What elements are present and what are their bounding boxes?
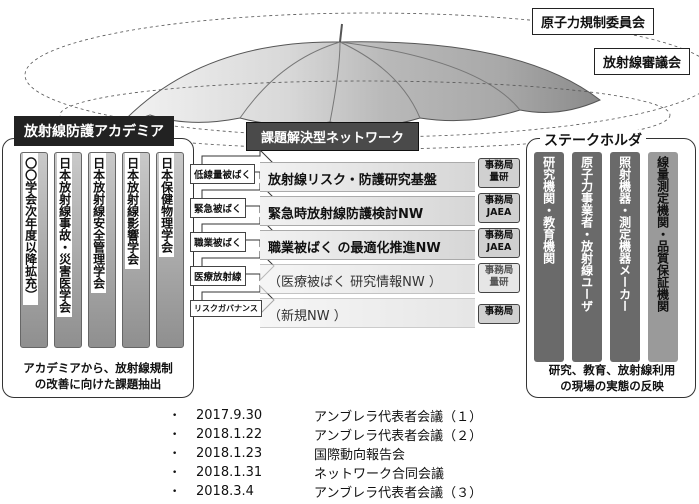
- row-name-1: 放射線リスク・防護研究基盤: [268, 173, 437, 188]
- society-bar-1: 〇〇学会次年度以降拡充）: [20, 152, 48, 348]
- row-name-4: （医療被ばく 研究情報NW ）: [268, 275, 442, 290]
- radiation-council-label: 放射線審議会: [594, 48, 691, 75]
- stakeholder-caption: 研究、教育、放射線利用 の現場の実態の反映: [528, 362, 696, 394]
- network-title: 課題解決型ネットワーク: [246, 122, 420, 151]
- bullet-icon: •: [172, 429, 178, 440]
- network-row-4: [260, 264, 475, 294]
- network-row-3: [260, 230, 475, 260]
- event-name: アンブレラ代表者会議（３）: [314, 486, 483, 501]
- umbrella-pole: [339, 23, 343, 43]
- society-bar-5: 日本保健物理学会: [156, 152, 184, 348]
- society-label-5: 日本保健物理学会: [159, 153, 174, 257]
- society-bar-2: 日本放射線事故・災害医学会: [54, 152, 82, 348]
- office-badge-1: 事務局 量研: [478, 158, 520, 188]
- event-name: 国際動向報告会: [314, 448, 406, 463]
- stakeholder-bar-3: 照射機器・測定機器メーカー: [610, 152, 640, 362]
- office-badge-3: 事務局 JAEA: [478, 228, 520, 258]
- academia-caption: アカデミアから、放射線規制 の改善に向けた課題抽出: [4, 360, 192, 392]
- row-tag-1: 低線量被ばく: [190, 164, 256, 184]
- stakeholder-caption-line2: の現場の実態の反映: [560, 379, 664, 394]
- society-label-2: 日本放射線事故・災害医学会: [57, 153, 72, 317]
- stakeholder-caption-line1: 研究、教育、放射線利用: [548, 363, 676, 377]
- row-name-2: 緊急時放射線防護検討NW: [268, 207, 424, 222]
- stakeholder-label-1: 研究機関・教育機関: [541, 156, 556, 264]
- event-date: 2018.1.23: [196, 446, 263, 461]
- network-row-2: [260, 196, 475, 226]
- academia-caption-line1: アカデミアから、放射線規制: [23, 361, 173, 375]
- event-date: 2018.1.22: [196, 427, 263, 442]
- row-tag-2: 緊急被ばく: [190, 198, 246, 218]
- row-tag-5: リスクガバナンス: [190, 300, 262, 317]
- office-badge-5: 事務局: [478, 304, 520, 324]
- bullet-icon: •: [172, 410, 178, 421]
- event-item: • 2017.9.30 アンブレラ代表者会議（１）: [172, 406, 592, 425]
- event-date: 2018.1.31: [196, 465, 263, 480]
- row-tag-3: 職業被ばく: [190, 232, 246, 252]
- society-label-4: 日本放射線影響学会: [125, 153, 140, 269]
- stakeholder-label-4: 線量測定機関・品質保証機関: [655, 156, 670, 312]
- office-badge-2: 事務局 JAEA: [478, 193, 520, 223]
- row-name-5: （新規NW ）: [268, 309, 347, 324]
- event-name: アンブレラ代表者会議（１）: [314, 410, 483, 425]
- event-list: • 2017.9.30 アンブレラ代表者会議（１） • 2018.1.22 アン…: [172, 406, 592, 501]
- event-item: • 2018.1.23 国際動向報告会: [172, 444, 592, 463]
- nra-label: 原子力規制委員会: [532, 8, 655, 35]
- stakeholder-bar-4: 線量測定機関・品質保証機関: [648, 152, 678, 362]
- row-name-3: 職業被ばく の最適化推進NW: [268, 241, 441, 256]
- row-tag-4: 医療放射線: [190, 266, 246, 286]
- umbrella-canopy: [119, 41, 601, 127]
- network-row-5: [260, 298, 475, 328]
- stakeholder-bar-1: 研究機関・教育機関: [534, 152, 564, 362]
- stakeholder-label-3: 照射機器・測定機器メーカー: [617, 156, 632, 312]
- event-name: ネットワーク合同会議: [314, 467, 445, 482]
- event-date: 2017.9.30: [196, 408, 263, 423]
- stakeholder-bar-2: 原子力事業者・放射線ユーザ: [572, 152, 602, 362]
- bullet-icon: •: [172, 448, 178, 459]
- society-label-1: 〇〇学会次年度以降拡充）: [23, 153, 38, 305]
- bullet-icon: •: [172, 486, 178, 497]
- office-badge-4: 事務局 量研: [478, 263, 520, 293]
- event-item: • 2018.1.22 アンブレラ代表者会議（２）: [172, 425, 592, 444]
- academia-title: 放射線防護アカデミア: [14, 116, 174, 146]
- bullet-icon: •: [172, 467, 178, 478]
- society-bar-4: 日本放射線影響学会: [122, 152, 150, 348]
- event-item: • 2018.1.31 ネットワーク合同会議: [172, 463, 592, 482]
- academia-caption-line2: の改善に向けた課題抽出: [34, 377, 162, 392]
- event-date: 2018.3.4: [196, 484, 254, 499]
- inner-dashed-ellipse: [59, 80, 671, 150]
- society-bar-3: 日本放射線安全管理学会: [88, 152, 116, 348]
- event-name: アンブレラ代表者会議（２）: [314, 429, 483, 444]
- stakeholder-label-2: 原子力事業者・放射線ユーザ: [579, 156, 594, 312]
- society-label-3: 日本放射線安全管理学会: [91, 153, 106, 293]
- event-item: • 2018.3.4 アンブレラ代表者会議（３）: [172, 482, 592, 501]
- network-row-1: [260, 162, 475, 192]
- stakeholder-title: ステークホルダ: [540, 130, 646, 150]
